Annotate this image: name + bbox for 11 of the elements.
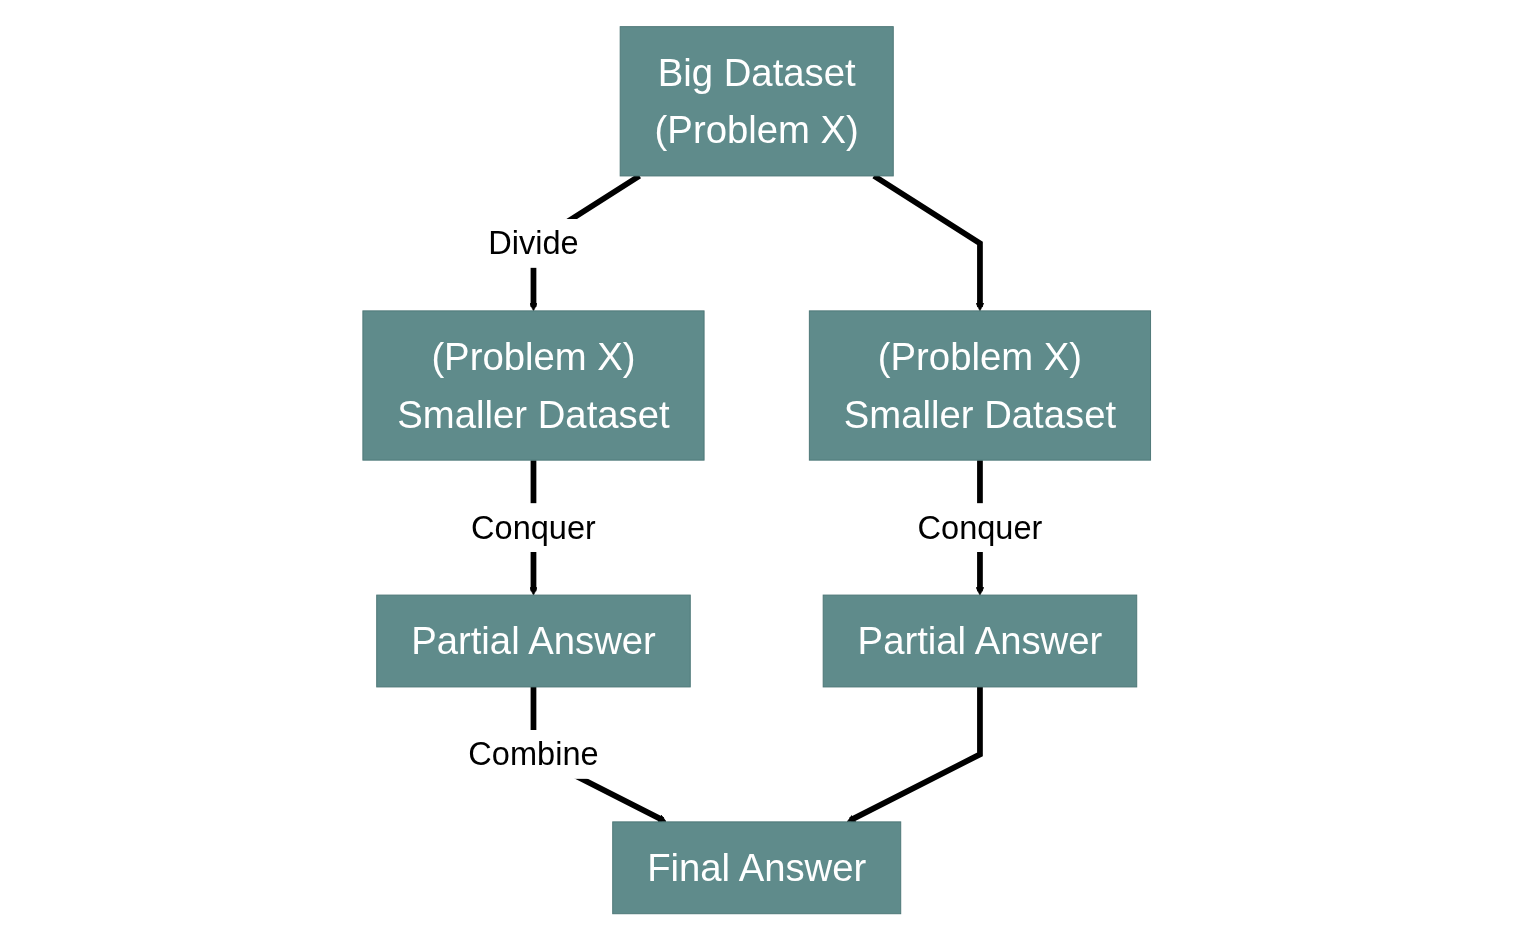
node-box: (Problem X) Smaller Dataset [362,310,705,461]
node-box: (Problem X) Smaller Dataset [809,310,1152,461]
node-box: Partial Answer [822,594,1138,688]
node-box: Big Dataset (Problem X) [619,25,895,177]
edge-label: Divide [488,224,579,261]
edge-label: Conquer [917,508,1043,546]
node-box: Partial Answer [376,594,692,688]
edge-label: Conquer [471,508,597,546]
edge-label: Combine [468,735,599,772]
arrow [847,686,984,823]
node-box: Final Answer [612,821,902,914]
